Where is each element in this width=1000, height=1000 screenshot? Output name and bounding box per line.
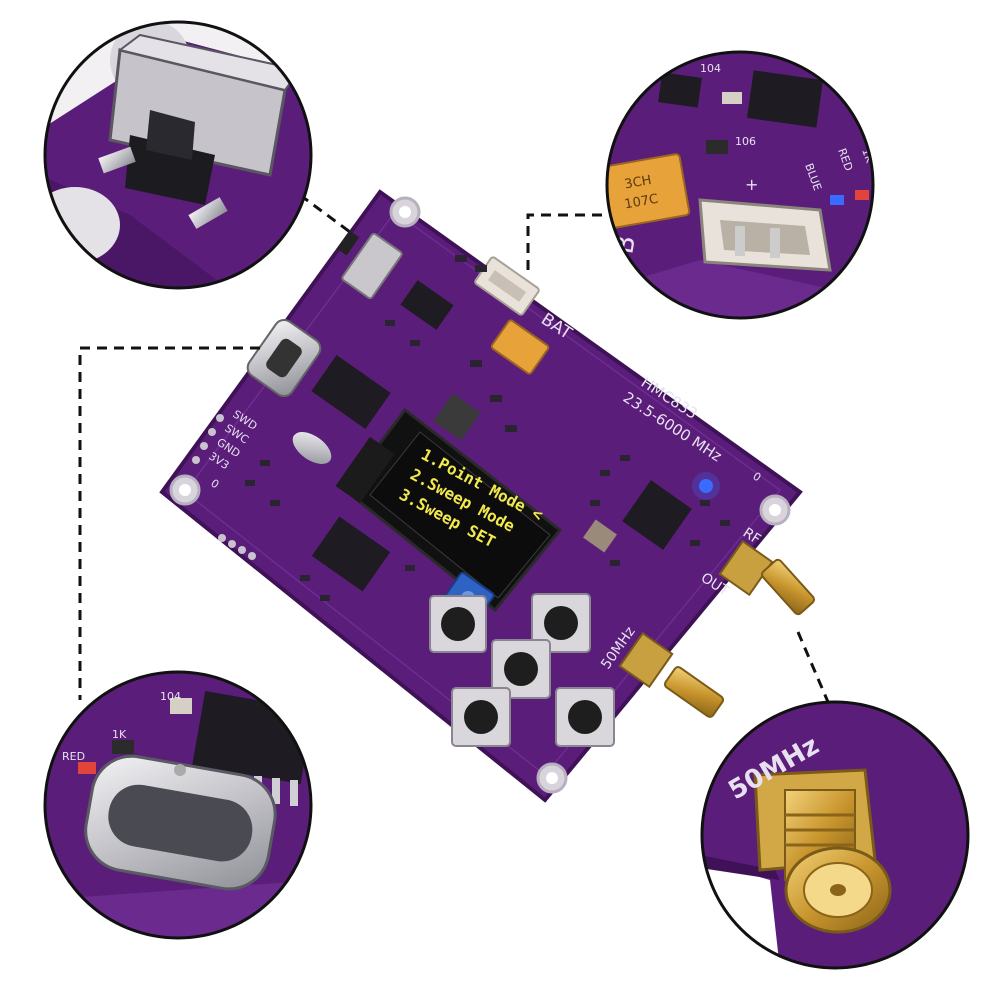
inset-slide-switch [43,20,313,290]
sma-50mhz [618,631,725,718]
sma-rf-out [718,539,816,616]
button-3 [491,639,551,699]
inset-label-plus: + [745,175,758,194]
button-2 [429,595,487,653]
mounting-holes [169,196,791,794]
inset-battery-connector: 104 106 3CH 107C BLUE RED 1K + B [605,50,875,320]
inset-sma-connector: 50MHz [700,700,970,970]
tantalum-capacitor [490,319,550,375]
smd-components [245,255,730,601]
usb-inset-label-104: 104 [160,690,181,703]
ic-chips [292,280,692,592]
inset-label-104: 104 [700,62,721,75]
usb-inset-label-red: RED [62,750,85,763]
button-5 [555,687,615,747]
button-1 [531,593,591,653]
inset-label-107c: 107C [623,192,659,213]
inset-label-106: 106 [735,135,756,148]
tactile-buttons [429,593,615,747]
inset-usb-c: 104 1K RED [43,670,313,940]
slide-switch [336,230,403,300]
callout-lines [78,193,830,703]
inset-label-3ch: 3CH [623,173,652,192]
blue-led [699,479,713,493]
pcb-board: 1.Point Mode < 2.Sweep Mode 3.Sweep SET [159,189,816,803]
usb-inset-label-1k: 1K [112,728,127,741]
usb-c-port [246,318,322,398]
pin-header-pads [192,414,256,560]
button-4 [451,687,511,747]
